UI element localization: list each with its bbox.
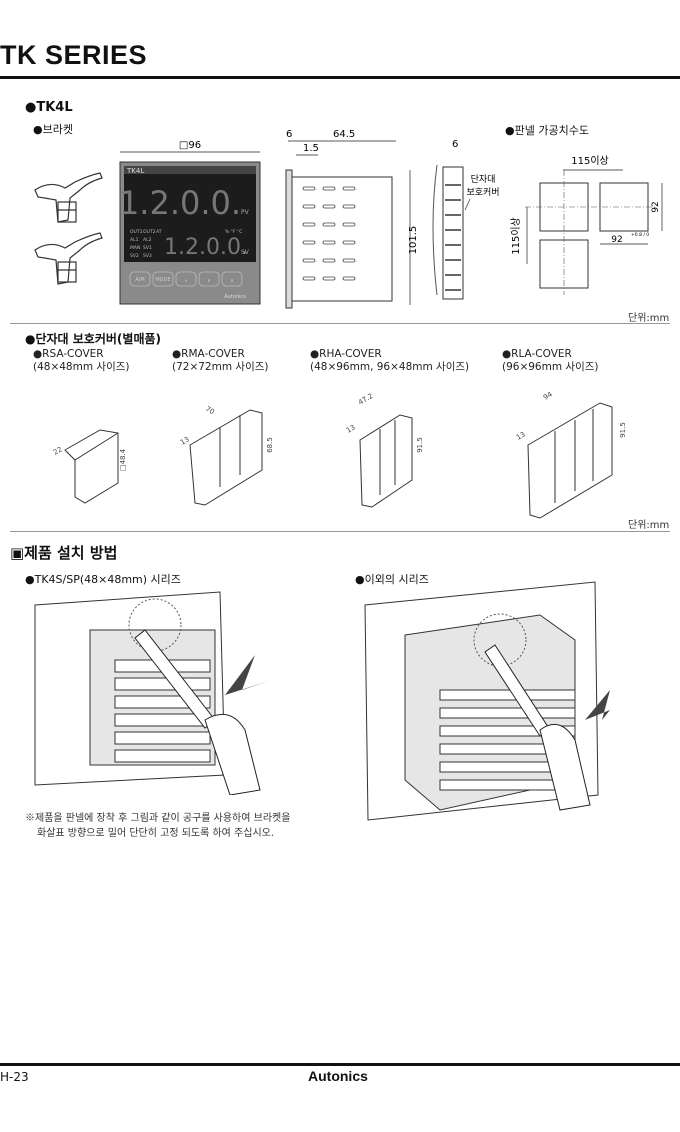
svg-text:∨: ∨ [207,278,211,284]
svg-text:6: 6 [452,139,458,150]
svg-text:91.5: 91.5 [416,437,424,453]
svg-text:AL1: AL1 [130,237,139,243]
covers-drawing: 22 □48.4 70 13 68.5 47.2 13 91.5 94 13 9… [52,390,627,519]
svg-text:115이상: 115이상 [510,217,522,255]
svg-text:68.5: 68.5 [266,437,274,453]
svg-text:64.5: 64.5 [333,129,355,140]
svg-text:OUT2: OUT2 [143,229,156,235]
install-note: ※제품을 판넬에 장착 후 그림과 같이 공구를 사용하여 브라켓을 화살표 방… [25,813,291,839]
svg-text:AT: AT [156,229,162,235]
cover-item-rsa: ●RSA-COVER(48×48mm 사이즈) [33,348,130,373]
svg-text:SV3: SV3 [143,253,152,259]
svg-text:92: 92 [611,235,622,245]
cover-item-rha: ●RHA-COVER(48×96mm, 96×48mm 사이즈) [310,348,470,373]
svg-text:AL2: AL2 [143,237,152,243]
side-view-drawing: 6 64.5 1.5 101.5 [285,129,419,309]
svg-text:SV1: SV1 [143,245,152,251]
svg-text:MODE: MODE [155,277,170,283]
svg-text:13: 13 [515,430,527,441]
footer-rule [0,1063,680,1066]
unit-label: 단위:mm [628,313,670,324]
svg-text:A/M: A/M [135,277,144,283]
dim-front-width: □96 [179,140,201,151]
section-divider [10,531,670,532]
svg-text:□48.4: □48.4 [119,448,127,471]
svg-text:94: 94 [542,390,554,402]
svg-text:«: « [184,278,187,284]
svg-text:47.2: 47.2 [357,392,375,407]
page-title: TK SERIES [0,40,148,70]
svg-text:13: 13 [179,435,191,446]
svg-text:MAN: MAN [130,245,140,251]
covers-unit-label: 단위:mm [628,520,670,531]
svg-text:92: 92 [651,201,661,212]
bracket-drawing [34,172,103,285]
svg-text:13: 13 [345,423,357,434]
svg-text:+0.8 / 0: +0.8 / 0 [631,232,649,238]
svg-text:SV2: SV2 [130,253,139,259]
install-right-label: ●이외의 시리즈 [355,573,429,586]
sv-display: 1.2.0.0. [164,235,248,260]
svg-text:OUT1: OUT1 [130,229,143,235]
install-right-illustration [364,581,610,821]
covers-heading: ●단자대 보호커버(별매품) [25,332,162,346]
install-left-label: ●TK4S/SP(48×48mm) 시리즈 [25,573,181,586]
svg-text:보호커버: 보호커버 [466,187,499,198]
title-rule [0,76,680,79]
front-model: TK4L [126,167,144,175]
cover-item-rla: ●RLA-COVER(96×96mm 사이즈) [502,348,599,373]
svg-text:91.5: 91.5 [619,422,627,438]
svg-text:% °F °C: % °F °C [225,229,242,235]
front-brand: Autonics [224,294,246,300]
svg-text:6: 6 [286,129,292,140]
panel-cut-heading: ●판넬 가공치수도 [505,124,589,137]
brand-logo: Autonics [308,1068,368,1084]
svg-text:1.5: 1.5 [303,143,319,154]
svg-text:22: 22 [52,445,64,456]
svg-text:101.5: 101.5 [408,226,419,255]
bracket-label: ●브라켓 [33,123,73,136]
install-heading: ▣제품 설치 방법 [10,544,118,562]
panel-cut-drawing: 115이상 115이상 92 92 +0.8 / 0 [510,155,663,295]
install-left-illustration [34,591,270,795]
svg-text:115이상: 115이상 [571,155,609,167]
sv-label: SV [241,249,250,256]
cover-item-rma: ●RMA-COVER(72×72mm 사이즈) [172,348,269,373]
page-number: H-23 [0,1070,29,1084]
pv-label: PV [241,209,250,216]
tk4l-heading: ●TK4L [25,100,73,115]
cover-side-drawing: 6 단자대 보호커버 [432,139,500,300]
svg-text:70: 70 [204,405,216,416]
svg-text:∧: ∧ [230,278,234,284]
section-divider [10,323,670,324]
pv-display: 1.2.0.0. [119,184,241,222]
svg-text:단자대: 단자대 [471,174,496,185]
